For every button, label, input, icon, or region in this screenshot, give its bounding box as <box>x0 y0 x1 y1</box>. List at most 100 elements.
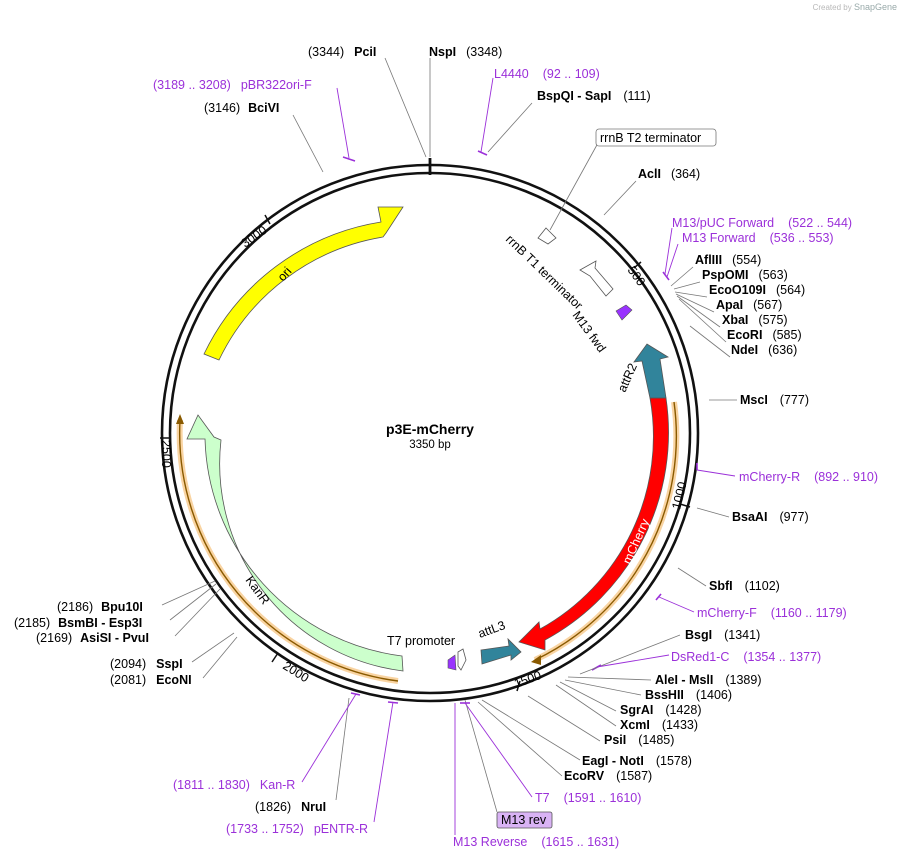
sgrai-name[interactable]: SgrAI <box>620 703 653 717</box>
sgrai-pos: (1428) <box>665 703 701 717</box>
ecori-pos: (585) <box>772 328 801 342</box>
primer-mark-mcherryf <box>655 593 662 601</box>
xbai-name[interactable]: XbaI <box>722 313 748 327</box>
feature-label-attr2: attR2 <box>615 361 640 394</box>
l4440-name[interactable]: L4440 <box>494 67 529 81</box>
pbr322-name[interactable]: pBR322ori-F <box>241 78 312 92</box>
msci-name[interactable]: MscI <box>740 393 768 407</box>
bsgi-name[interactable]: BsgI <box>685 628 712 642</box>
pvui-name[interactable]: PvuI <box>123 631 149 645</box>
econi-name[interactable]: EcoNI <box>156 673 191 687</box>
eagi-name[interactable]: EagI <box>582 754 608 768</box>
svg-text:SbfI(1102): SbfI (1102) <box>709 579 780 593</box>
kanr-primer-range: (1811 .. 1830) <box>173 778 250 792</box>
svg-text:BsgI(1341): BsgI (1341) <box>685 628 760 642</box>
svg-text:(3146)BciVI: (3146)BciVI <box>204 101 279 115</box>
psii-name[interactable]: PsiI <box>604 733 626 747</box>
acli-name[interactable]: AclI <box>638 167 661 181</box>
svg-text:XcmI(1433): XcmI (1433) <box>620 718 698 732</box>
acli-pos: (364) <box>671 167 700 181</box>
asisi-name[interactable]: AsiSI <box>80 631 111 645</box>
credit-brand: SnapGene <box>853 2 897 12</box>
svg-text:(1826)NruI: (1826)NruI <box>255 800 326 814</box>
primer-mark-m13puc <box>662 271 670 281</box>
bclvi-name[interactable]: BciVI <box>248 101 279 115</box>
m13fwd-name[interactable]: M13 Forward <box>682 231 756 245</box>
mcherry-orf <box>534 401 678 661</box>
nspi-name[interactable]: NspI <box>429 45 456 59</box>
dsred-name[interactable]: DsRed1-C <box>671 650 729 664</box>
feature-t7-promoter[interactable] <box>447 654 457 671</box>
nrui-name[interactable]: NruI <box>301 800 326 814</box>
ndei-name[interactable]: NdeI <box>731 343 758 357</box>
bpu10i-name[interactable]: Bpu10I <box>101 600 143 614</box>
m13rev-name[interactable]: M13 Reverse <box>453 835 527 849</box>
snapgene-credit: Created by SnapGene <box>813 2 897 12</box>
pentr-name[interactable]: pENTR-R <box>314 822 368 836</box>
feature-attl3[interactable] <box>480 637 522 665</box>
feature-m13-fwd[interactable] <box>615 304 633 321</box>
sspi-name[interactable]: SspI <box>156 657 182 671</box>
svg-text:XbaI(575): XbaI (575) <box>722 313 788 327</box>
svg-text:BspQI - SapI(111): BspQI - SapI(111) <box>537 89 651 103</box>
eagi-pos: (1578) <box>656 754 692 768</box>
xcmi-pos: (1433) <box>662 718 698 732</box>
msli-name[interactable]: MslI <box>689 673 713 687</box>
feature-t7-promoter-outline[interactable] <box>457 648 467 671</box>
credit-prefix: Created by <box>812 3 852 12</box>
kanr-primer-name[interactable]: Kan-R <box>260 778 295 792</box>
aflIII-name[interactable]: AflIII <box>695 253 722 267</box>
bspqi-name[interactable]: BspQI <box>537 89 574 103</box>
bspqi-pos: (111) <box>623 89 650 103</box>
dsred-range: (1354 .. 1377) <box>743 650 821 664</box>
mcherryr-name[interactable]: mCherry-R <box>739 470 800 484</box>
ecorv-name[interactable]: EcoRV <box>564 769 605 783</box>
m13puc-name[interactable]: M13/pUC Forward <box>672 216 774 230</box>
svg-text:(3189 .. 3208)pBR322ori-F: (3189 .. 3208)pBR322ori-F <box>153 78 312 92</box>
plasmid-size: 3350 bp <box>409 439 451 451</box>
alei-name[interactable]: AleI <box>655 673 678 687</box>
feature-kanr[interactable] <box>186 414 404 672</box>
ecori-name[interactable]: EcoRI <box>727 328 762 342</box>
plasmid-name: p3E-mCherry <box>386 421 474 437</box>
bsmbi-name[interactable]: BsmBI <box>58 616 98 630</box>
mcherryr-range: (892 .. 910) <box>814 470 878 484</box>
m13-rev-box <box>496 811 553 829</box>
pcii-name[interactable]: PciI <box>354 45 376 59</box>
bsshii-name[interactable]: BssHII <box>645 688 684 702</box>
svg-text:M13/pUC Forward(522 .. 544): M13/pUC Forward(522 .. 544) <box>672 216 852 230</box>
bsgi-pos: (1341) <box>724 628 760 642</box>
sbfi-name[interactable]: SbfI <box>709 579 733 593</box>
svg-text:(2185)BsmBI - Esp3I: (2185)BsmBI - Esp3I <box>14 616 142 630</box>
sbfi-pos: (1102) <box>745 579 780 593</box>
pspomi-name[interactable]: PspOMI <box>702 268 749 282</box>
esp3i-name[interactable]: Esp3I <box>109 616 142 630</box>
feature-label-m13-fwd: M13 fwd <box>570 309 609 355</box>
feature-mcherry[interactable] <box>518 397 669 651</box>
primer-mark-pbr322 <box>342 156 356 162</box>
kanr-orf-arrow <box>176 414 184 424</box>
apai-name[interactable]: ApaI <box>716 298 743 312</box>
feature-attr2[interactable] <box>633 343 670 399</box>
mcherryf-name[interactable]: mCherry-F <box>697 606 757 620</box>
bsaai-pos: (977) <box>779 510 808 524</box>
sapi-name[interactable]: SapI <box>585 89 611 103</box>
xcmi-name[interactable]: XcmI <box>620 718 650 732</box>
bsaai-name[interactable]: BsaAI <box>732 510 767 524</box>
econi-pos: (2081) <box>110 673 146 687</box>
primer-labels: (3189 .. 3208)pBR322ori-F L4440(92 .. 10… <box>153 67 878 849</box>
backbone <box>160 158 700 703</box>
feature-label-rrnb-t1: rrnB T1 terminator <box>503 232 586 312</box>
svg-text:EcoRV(1587): EcoRV(1587) <box>564 769 652 783</box>
svg-text:PspOMI(563): PspOMI(563) <box>702 268 788 282</box>
pcii-pos: (3344) <box>308 45 344 59</box>
feature-ori[interactable] <box>203 206 404 361</box>
t7-name[interactable]: T7 <box>535 791 550 805</box>
svg-text:EcoO109I(564): EcoO109I(564) <box>709 283 805 297</box>
noti-name[interactable]: NotI <box>620 754 644 768</box>
feature-rrnb-t2[interactable] <box>537 227 557 245</box>
feature-rrnb-t1[interactable] <box>579 260 614 297</box>
eco0109i-name[interactable]: EcoO109I <box>709 283 766 297</box>
xbai-pos: (575) <box>758 313 787 327</box>
